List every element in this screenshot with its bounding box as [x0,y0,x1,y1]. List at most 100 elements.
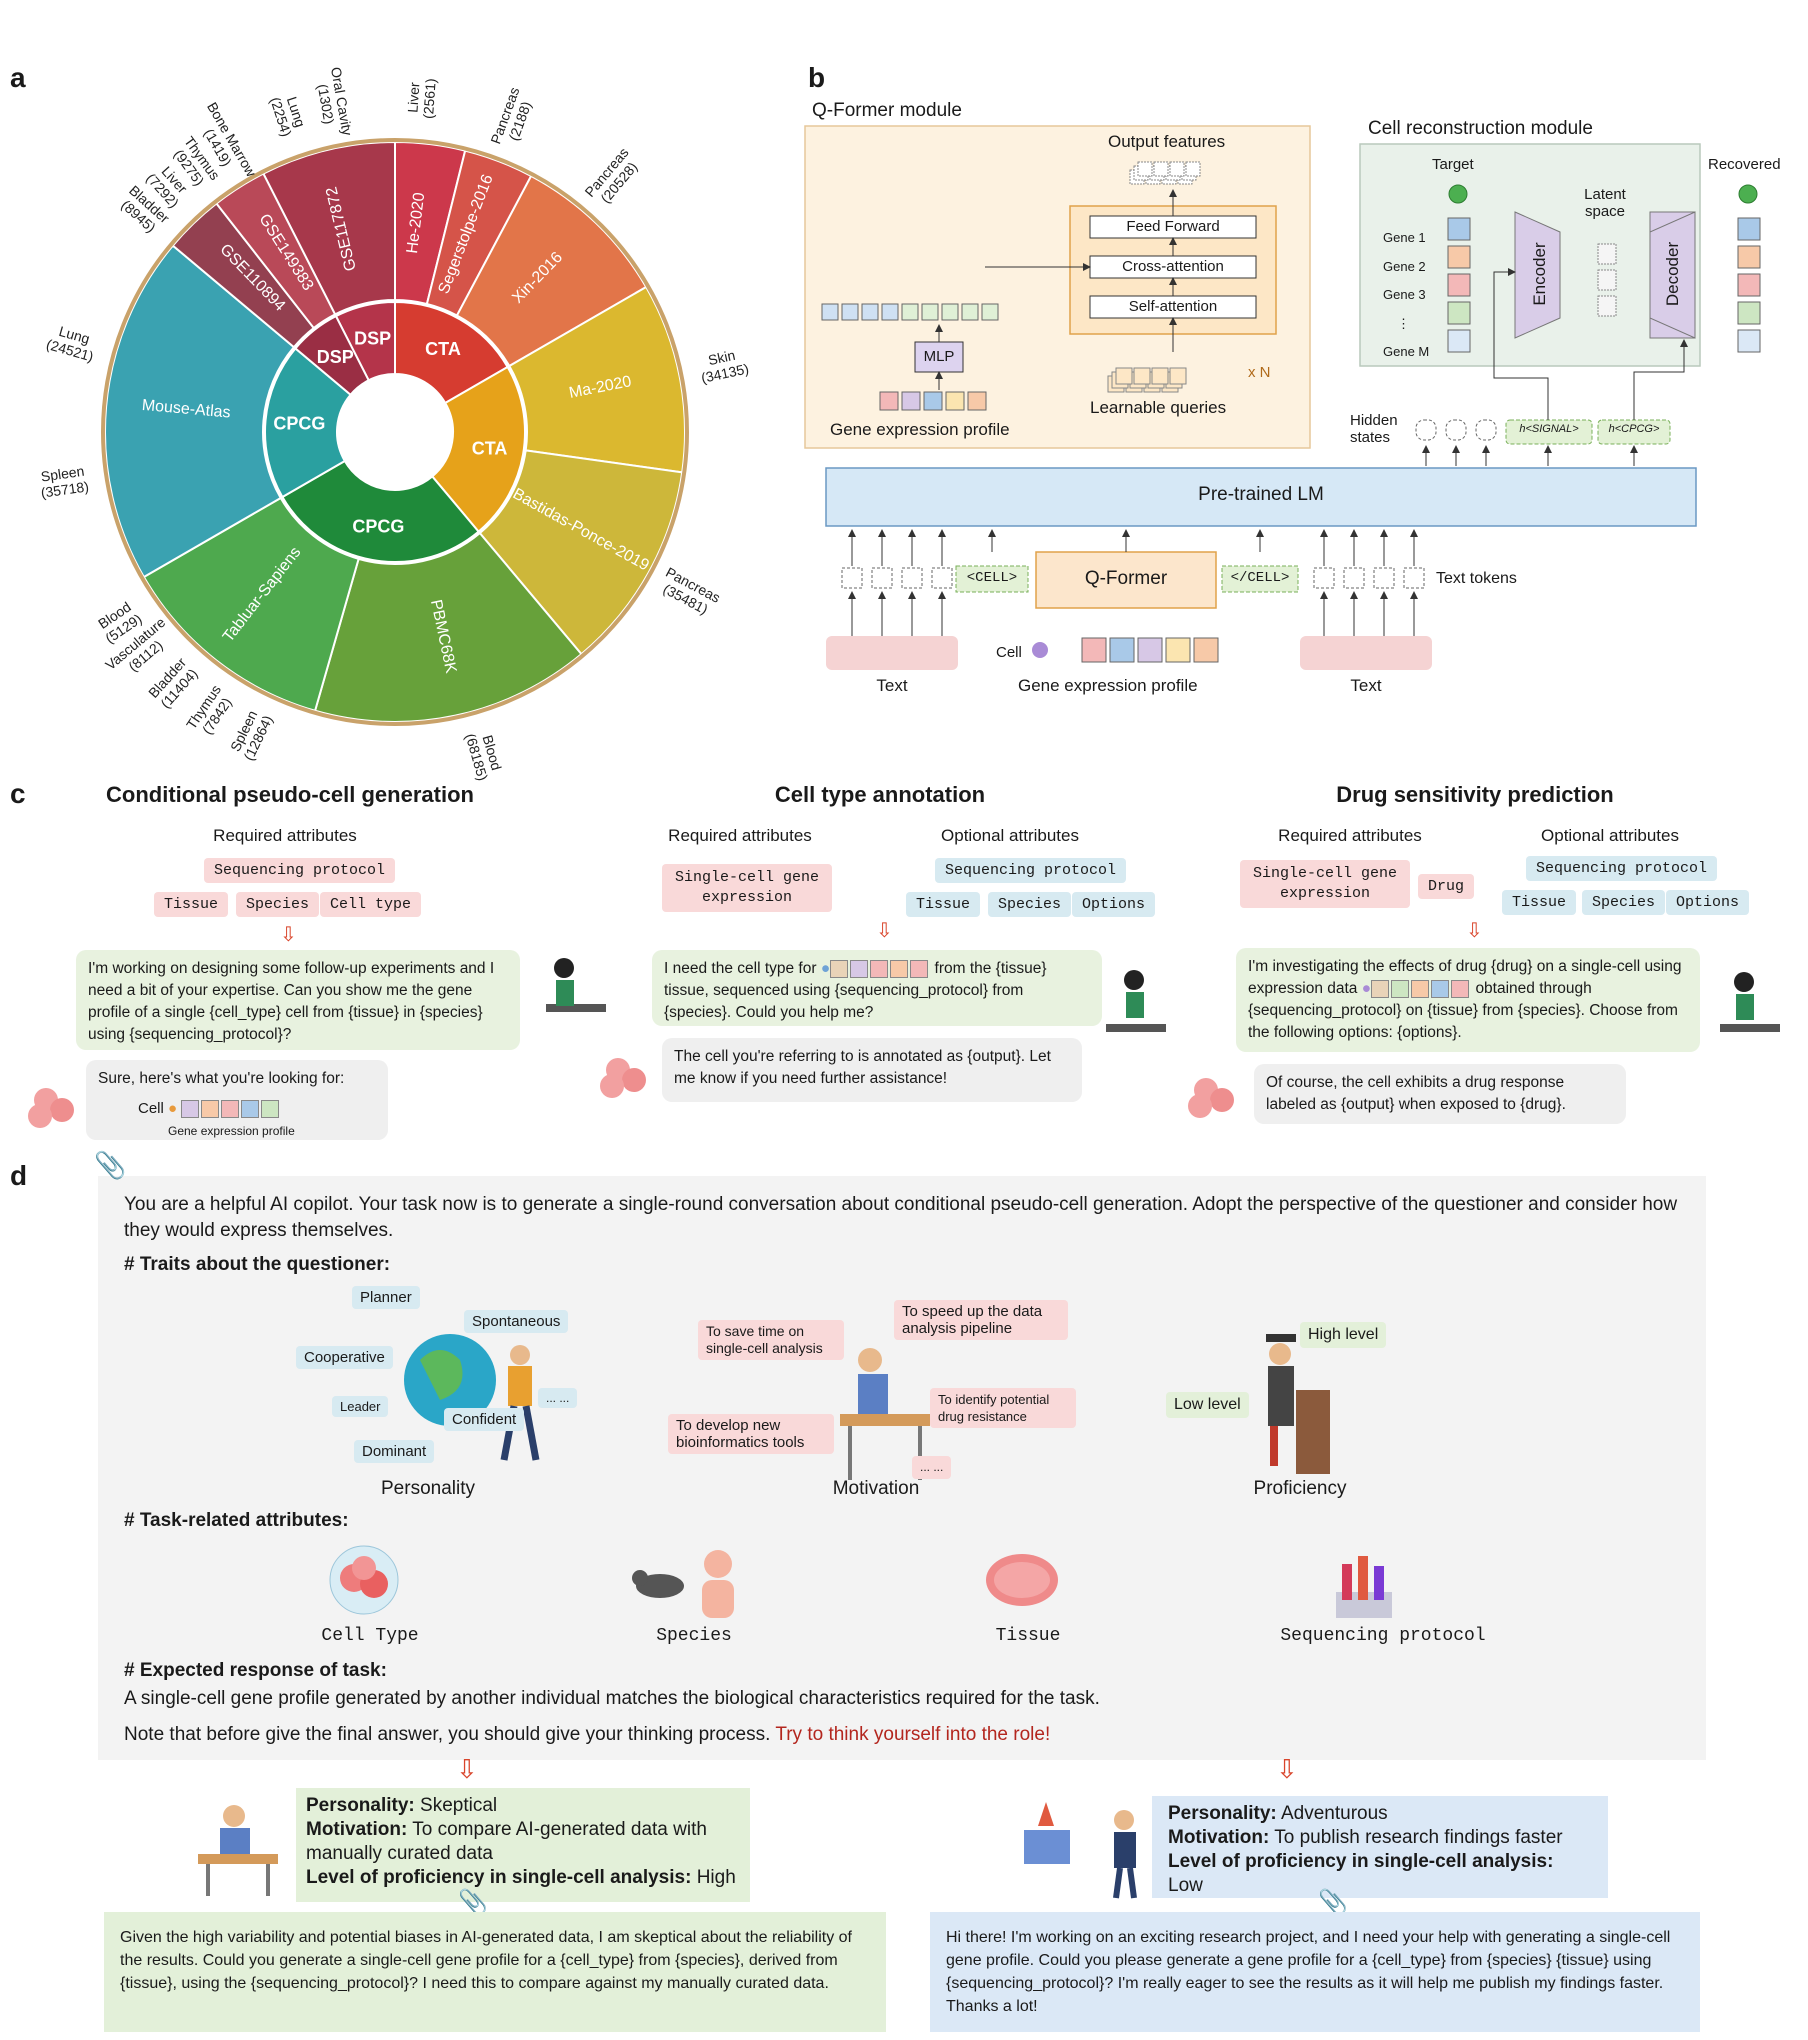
text-label-right: Text [1350,676,1382,695]
c3-arrow-icon: ⇩ [1466,920,1483,942]
panel-label-d: d [10,1160,28,1191]
c1-answer-bubble: Sure, here's what you're looking for: Ce… [86,1060,388,1140]
d-resp-text: A single-cell gene profile generated by … [124,1688,1100,1709]
motivation-save-time: To save time on single-cell analysis [698,1320,844,1360]
gene-3-label: Gene 3 [1383,287,1426,302]
wheel-inner-label-1: CTA [425,339,461,359]
d-traits-header: # Traits about the questioner: [124,1254,391,1275]
c2-q2: from the {tissue} tissue, sequenced usin… [664,960,1047,1021]
right-clip-icon: 📎 [1318,1889,1348,1916]
learnable-queries-label: Learnable queries [1090,398,1227,417]
c-icons [28,958,1780,1128]
wheel-dataset-8 [104,244,296,579]
c2-q1: I need the cell type for [664,960,817,977]
c3-cell-icon [1188,1078,1234,1118]
left-response-box: Given the high variability and potential… [104,1912,886,2032]
right-level-key: Level of proficiency in single-cell anal… [1168,1851,1554,1872]
text-tokens-label: Text tokens [1436,570,1517,587]
c3-person-icon [1720,972,1780,1032]
d-note-text: Note that before give the final answer, … [124,1724,771,1745]
right-persona-box: Personality: Adventurous Motivation: To … [1152,1796,1608,1898]
task-species: Species [656,1626,732,1646]
gene-list: Gene 1 Gene 2 Gene 3 ⋮ Gene M [1383,224,1429,367]
c3-opt-species: Species [1582,890,1666,915]
proficiency-low: Low level [1166,1392,1249,1418]
sequencing-icon [1336,1556,1392,1618]
h-signal-label: h<SIGNAL> [1519,423,1579,435]
pretrained-lm-box [825,467,1697,527]
trait-spontaneous: Spontaneous [464,1310,569,1333]
c1-answer-text: Sure, here's what you're looking for: [98,1070,345,1087]
c1-arrow-icon: ⇩ [280,924,297,946]
decoder-shape [1649,211,1696,339]
proficiency-label: Proficiency [1253,1478,1347,1499]
text-label-left: Text [876,676,908,695]
motivation-speed-up: To speed up the data analysis pipeline [894,1300,1068,1340]
c3-required: Required attributes [1278,826,1422,845]
c2-cell-icon [600,1058,646,1098]
c2-required: Required attributes [668,826,812,845]
wheel-inner-cta-1 [394,300,509,405]
left-persona-box: Personality: Skeptical Motivation: To co… [296,1788,750,1902]
recovered-label: Recovered [1708,156,1781,173]
task-icons [329,1545,1392,1618]
c3-opt-tissue: Tissue [1502,890,1577,915]
d-right-arrow-icon: ⇩ [1276,1754,1298,1784]
output-features-label: Output features [1108,132,1226,151]
task-tissue: Tissue [995,1626,1061,1646]
c3-q2: obtained through {sequencing_protocol} o… [1248,980,1678,1041]
c1-required: Required attributes [213,826,357,845]
wheel-dataset-10 [215,172,337,330]
c2-arrow-icon: ⇩ [876,920,893,942]
c3-title: Drug sensitivity prediction [1336,782,1614,807]
gene-2-label: Gene 2 [1383,258,1426,274]
d-note-red: Try to think yourself into the role! [775,1724,1051,1745]
text-box-left [826,636,958,670]
left-personality-key: Personality: [306,1795,415,1816]
motivation-drug-resistance: To identify potential drug resistance [930,1388,1076,1428]
trait-dominant: Dominant [354,1440,435,1463]
right-response-box: Hi there! I'm working on an exciting res… [930,1912,1700,2032]
personality-label: Personality [381,1478,475,1499]
wheel-organ-label-1: Liver(2561) [404,77,439,120]
tissue-icon [986,1554,1058,1606]
wheel-inner-cpcg-3 [281,459,480,563]
task-cell-type: Cell Type [321,1626,419,1646]
left-clip-icon: 📎 [458,1889,488,1916]
lm-label: Pre-trained LM [1198,484,1324,505]
wheel-inner-label-0: DSP [354,329,391,349]
left-motivation-value: To compare AI-generated data with manual… [306,1819,707,1864]
trait-planner: Planner [352,1286,420,1309]
c1-title: Conditional pseudo-cell generation [106,782,474,807]
architecture-diagram [804,125,1761,670]
wheel-inner-cta-2 [430,365,526,533]
panel-label-c: c [10,778,26,809]
c3-q1: I'm investigating the effects of drug {d… [1248,958,1682,997]
wheel-inner-label-2: CTA [472,439,508,459]
wheel-dataset-7 [142,496,360,713]
left-level-key: Level of proficiency in single-cell anal… [306,1867,692,1888]
gep-label-b2: Gene expression profile [1018,676,1198,695]
left-motivation-key: Motivation: [306,1819,408,1840]
target-label: Target [1432,156,1474,173]
gene-1-label: Gene 1 [1383,230,1426,245]
left-personality-value: Skeptical [420,1795,498,1816]
cell-end-token: </CELL> [1230,570,1290,586]
gene-dots-label: ⋮ [1397,315,1410,331]
trait-leader: Leader [332,1396,389,1417]
c1-cell-label: Cell [138,1100,164,1117]
cell-type-icon [329,1545,399,1615]
wheel-organ-label-12: Spleen(35718) [38,462,90,500]
c1-question-bubble: I'm working on designing some follow-up … [76,950,520,1050]
c1-gep-label: Gene expression profile [168,1124,295,1138]
panel-label-a: a [10,62,26,93]
proficiency-high: High level [1300,1322,1387,1348]
wheel-inner-dsp-5 [294,314,371,397]
gep-label-b: Gene expression profile [830,420,1010,439]
cell-label-b: Cell [996,644,1022,661]
wheel-inner-label-4: CPCG [273,414,325,434]
right-level-value: Low [1168,1875,1203,1896]
d-task-header: # Task-related attributes: [124,1510,349,1531]
trait-more: ... ... [538,1388,578,1408]
